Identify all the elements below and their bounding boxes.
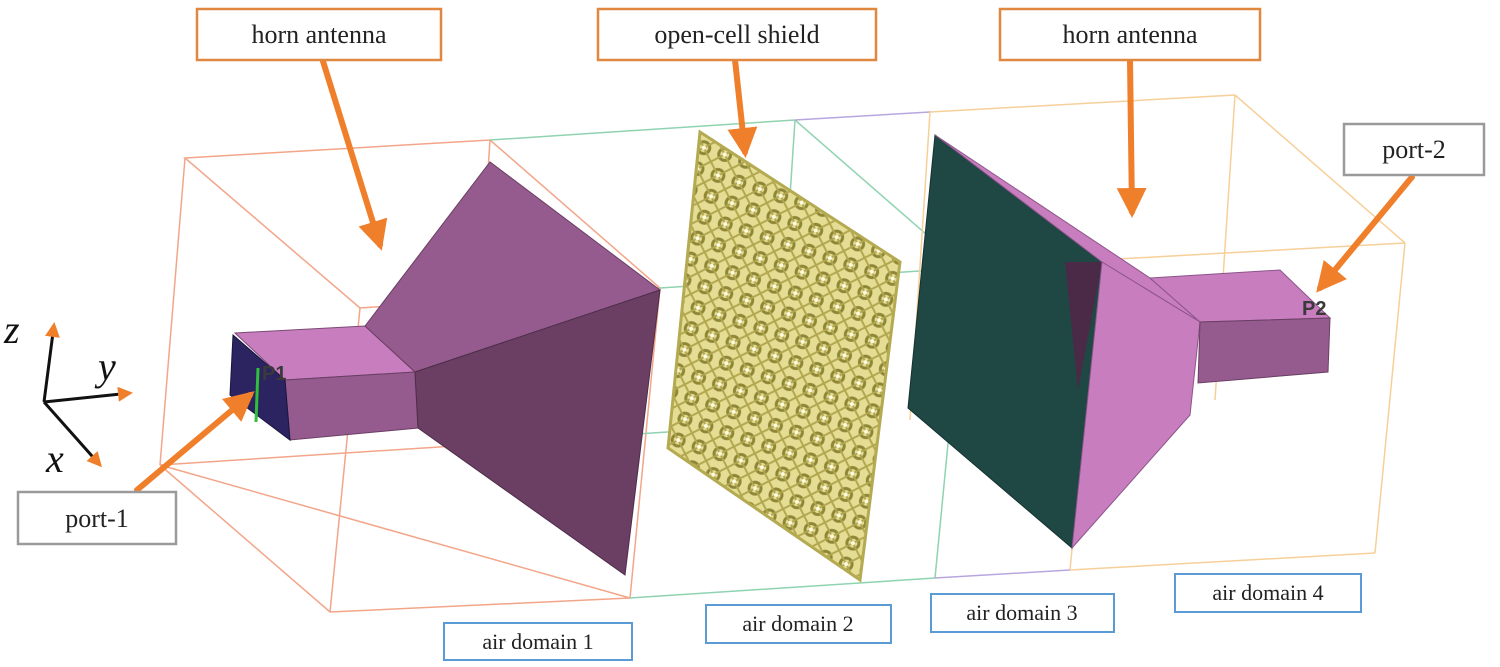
air-domain-1-label: air domain 1 — [443, 622, 633, 661]
port-2-tag: P2 — [1302, 298, 1326, 320]
arrow-horn-right — [1116, 57, 1147, 218]
open-cell-shield — [666, 129, 902, 583]
svg-text:horn antenna: horn antenna — [1062, 20, 1197, 49]
coordinate-axes — [42, 322, 133, 468]
air-domain-3-label: air domain 3 — [930, 593, 1115, 633]
callout-arrows — [134, 55, 1415, 493]
callout-shield: open-cell shield — [596, 7, 878, 62]
axis-z-label: z — [3, 307, 20, 352]
axis-x-label: x — [45, 436, 64, 481]
callout-port-2: port-2 — [1342, 122, 1486, 177]
axis-y-label: y — [94, 344, 116, 389]
arrow-port-1 — [134, 391, 255, 493]
air-domain-4-label: air domain 4 — [1174, 573, 1362, 613]
svg-text:port-1: port-1 — [65, 504, 129, 533]
svg-text:air domain 4: air domain 4 — [1212, 580, 1323, 605]
left-horn-antenna — [229, 161, 662, 576]
svg-text:horn antenna: horn antenna — [251, 20, 386, 49]
svg-text:air domain 2: air domain 2 — [742, 611, 853, 636]
air-domain-2-label: air domain 2 — [705, 604, 892, 644]
svg-text:air domain 3: air domain 3 — [966, 600, 1077, 625]
svg-text:air domain 1: air domain 1 — [482, 629, 593, 654]
callout-horn-left: horn antenna — [195, 7, 443, 62]
right-horn-antenna — [907, 134, 1332, 550]
arrow-shield — [727, 57, 758, 158]
arrow-horn-left — [319, 55, 388, 251]
callout-horn-right: horn antenna — [998, 7, 1262, 62]
callout-port-1: port-1 — [16, 490, 178, 546]
port-1-tag: P1 — [262, 363, 286, 385]
svg-text:port-2: port-2 — [1382, 135, 1446, 164]
svg-text:open-cell shield: open-cell shield — [654, 20, 819, 49]
arrow-port-2 — [1316, 174, 1415, 293]
